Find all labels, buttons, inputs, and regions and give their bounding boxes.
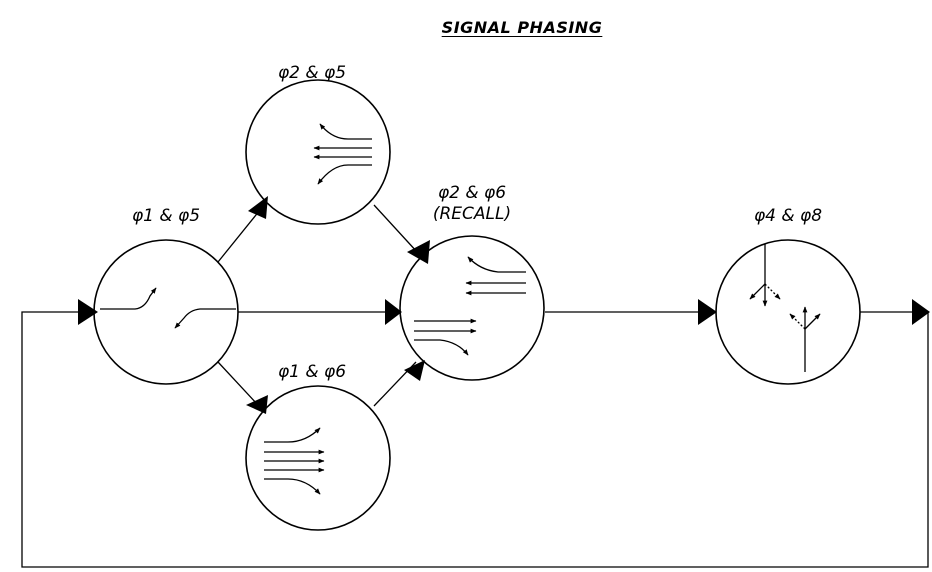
- phase-2-5-movements: [313, 123, 372, 185]
- arrowhead-into-2-6-bottom: [404, 360, 425, 381]
- phase-2-5-label: φ2 & φ5: [277, 63, 347, 83]
- diagram-title: SIGNAL PHASING: [441, 18, 603, 37]
- connector-1-5-to-1-6: [217, 361, 259, 406]
- phase-1-6-circle: [245, 385, 391, 531]
- eb-right-arrow-2-6: [414, 339, 469, 356]
- wb-right-arrow: [317, 164, 372, 185]
- arrowhead-into-1-5: [78, 299, 98, 325]
- phase-2-5-circle: [245, 79, 391, 225]
- wb-left-turn-arrow: [174, 308, 236, 329]
- phase-4-8-circle: [715, 239, 861, 385]
- wb-left-arrow-2-6: [467, 256, 526, 273]
- phase-1-6-label: φ1 & φ6: [277, 362, 347, 382]
- eb-left-arrow: [264, 427, 321, 443]
- phase-2-6-recall-label: (RECALL): [432, 204, 512, 224]
- phase-1-5-movements: [100, 287, 236, 329]
- sb-right-dashed-arrow: [764, 283, 781, 300]
- eb-left-turn-arrow: [100, 287, 157, 310]
- phase-2-6-movements: [414, 256, 526, 356]
- nb-left-arrow: [804, 313, 821, 330]
- wb-left-arrow: [319, 123, 372, 140]
- arrowhead-into-4-8: [698, 299, 717, 325]
- connector-2-5-to-2-6: [373, 204, 419, 254]
- phase-1-5-circle: [93, 239, 239, 385]
- arrowhead-into-2-6-left: [385, 299, 402, 325]
- arrowhead-into-1-6: [246, 395, 268, 414]
- phase-4-8-label: φ4 & φ8: [753, 206, 823, 226]
- arrowhead-end: [912, 299, 930, 325]
- return-loop-line: [21, 311, 929, 568]
- arrowhead-into-2-5: [248, 196, 268, 219]
- phase-4-8-movements: [749, 244, 821, 372]
- nb-right-dashed-arrow: [789, 313, 806, 330]
- phase-1-5-label: φ1 & φ5: [131, 206, 201, 226]
- phase-1-6-movements: [264, 427, 325, 495]
- connector-1-5-to-2-5: [217, 209, 261, 263]
- arrowhead-into-2-6-top: [407, 240, 430, 264]
- phase-2-6-circle: [399, 235, 545, 381]
- eb-right-arrow: [264, 478, 321, 495]
- sb-left-arrow: [749, 283, 766, 300]
- phase-2-6-label: φ2 & φ6: [437, 183, 507, 203]
